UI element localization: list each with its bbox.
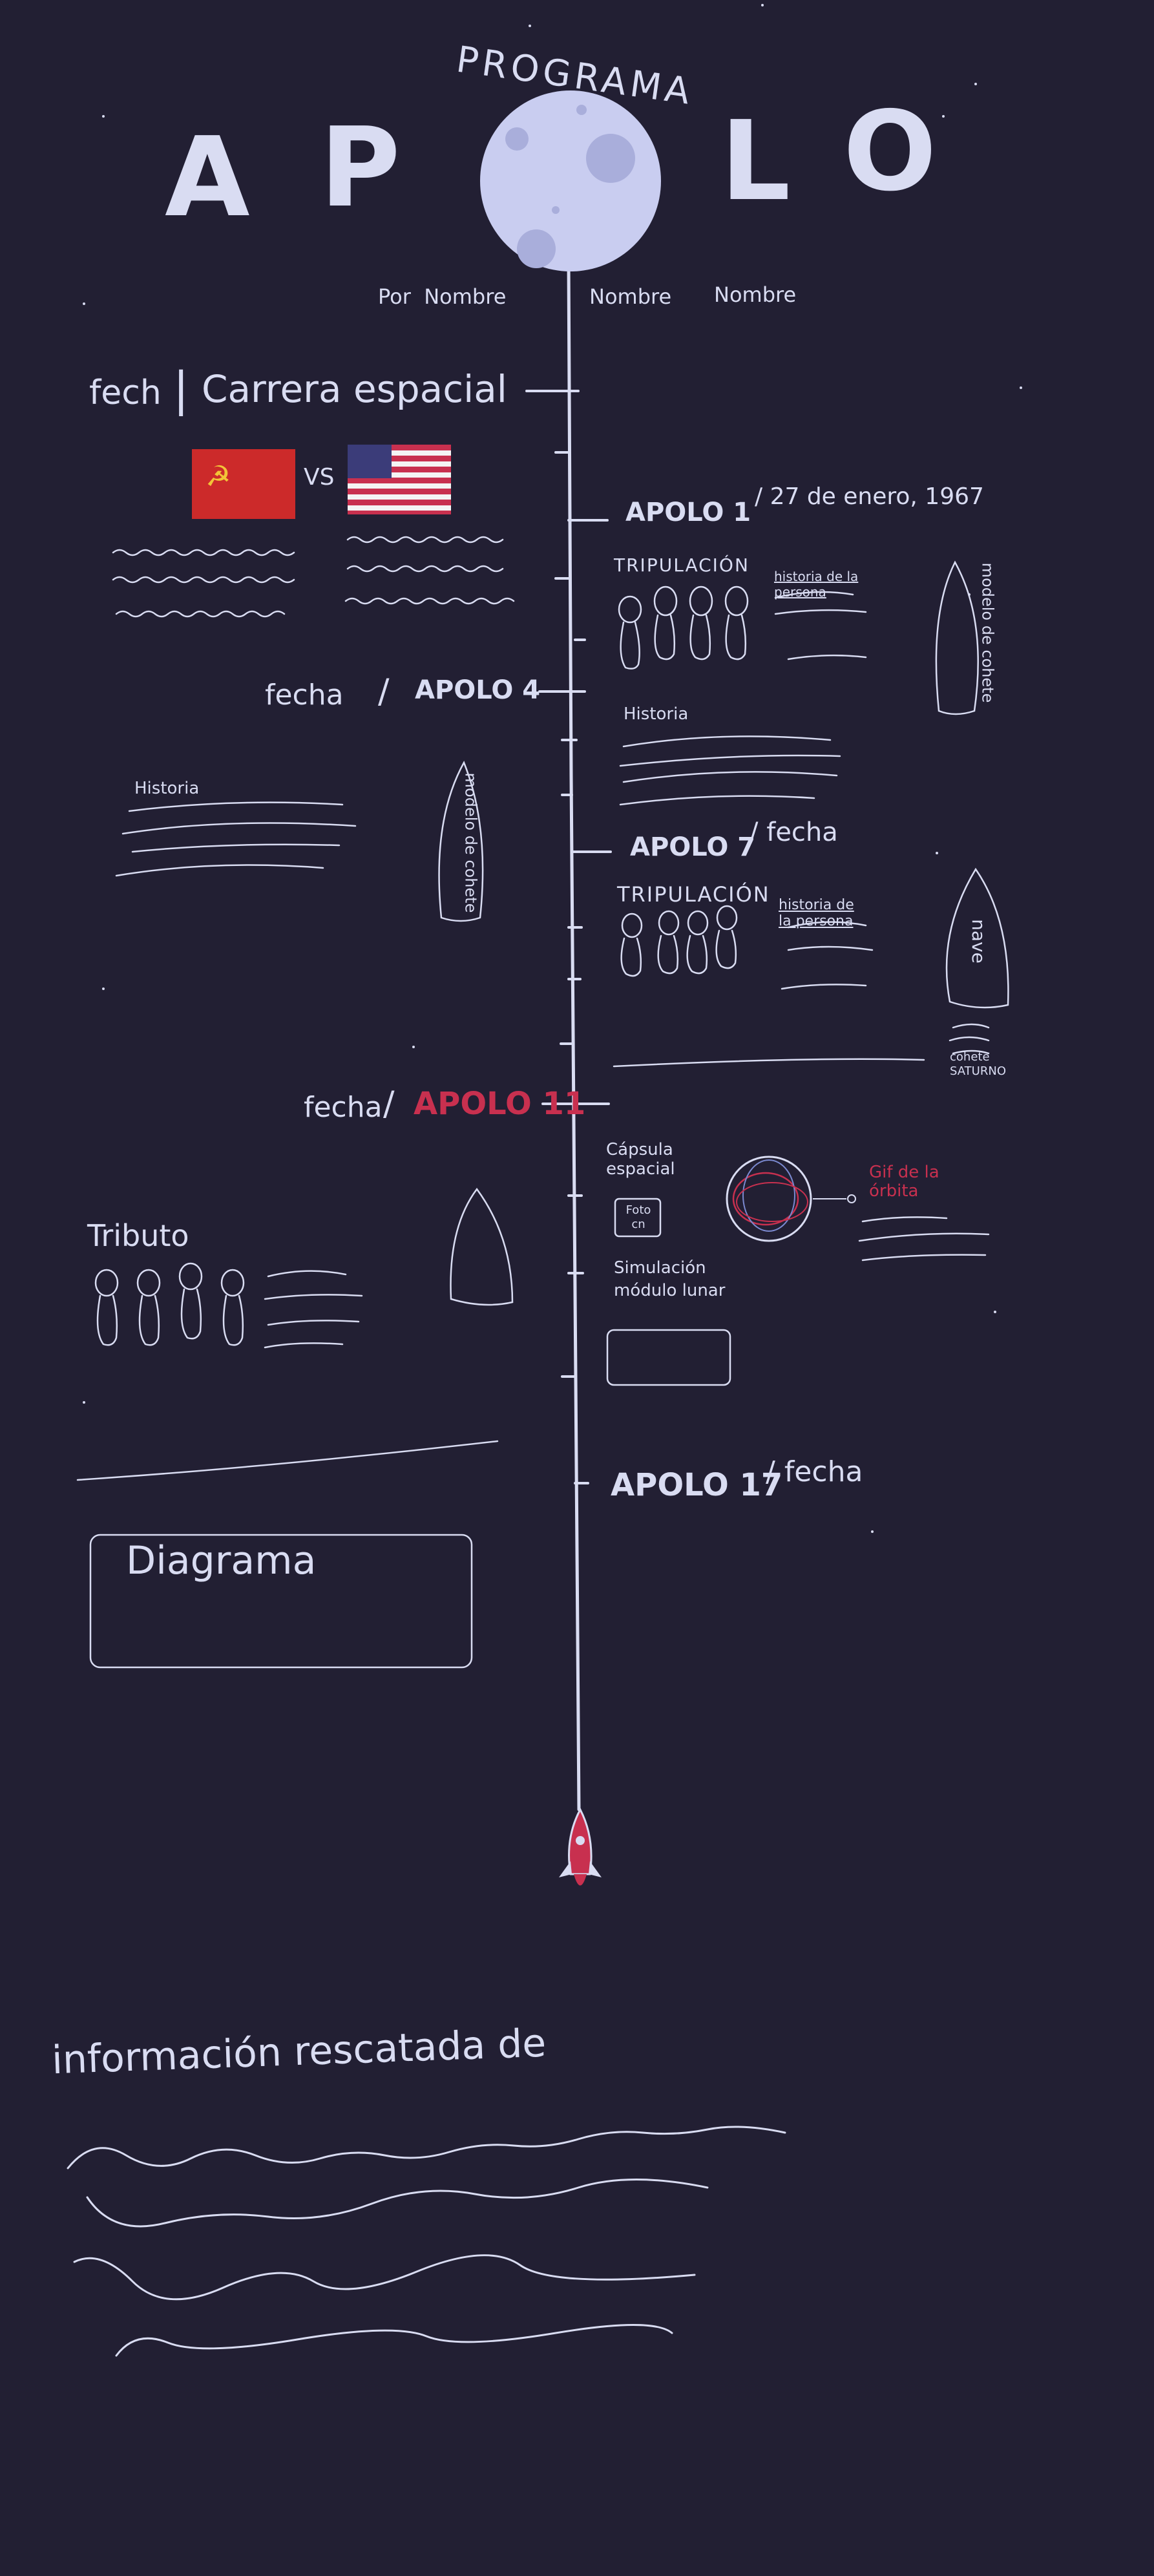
apolo-7-crew-story: historia de la persona bbox=[779, 897, 854, 929]
mission-apolo-7-date-text: fecha bbox=[766, 818, 838, 847]
apolo-7-rocket-label: nave bbox=[967, 919, 989, 964]
mission-apolo-4-separator: / bbox=[378, 672, 390, 711]
apolo-7-rocket-caption: cohete SATURNO bbox=[950, 1050, 1006, 1078]
mission-apolo-7-title: APOLO 7 bbox=[630, 832, 756, 862]
intro-vs: VS bbox=[304, 464, 335, 491]
apolo-11-tribute-label: Tributo bbox=[87, 1218, 189, 1253]
apolo-1-crew-story: historia de la persona bbox=[774, 569, 859, 600]
mission-apolo-1-date-text: 27 de enero, 1967 bbox=[770, 483, 984, 510]
apolo-4-right-story-label: Historia bbox=[624, 704, 689, 724]
mission-apolo-17-date-text: fecha bbox=[784, 1455, 863, 1488]
scribble-lines bbox=[76, 536, 990, 1481]
author-3: Nombre bbox=[714, 282, 797, 307]
ussr-flag: ☭ bbox=[192, 449, 295, 519]
title-letter-p: P bbox=[320, 104, 401, 232]
timeline-ticks bbox=[525, 390, 612, 1484]
mission-apolo-1-date: / 27 de enero, 1967 bbox=[755, 483, 984, 510]
mission-apolo-17-date: / fecha bbox=[766, 1455, 863, 1488]
apolo-4-story-label: Historia bbox=[134, 779, 200, 798]
stars bbox=[83, 4, 1022, 1533]
intro-date-label: fech bbox=[89, 374, 162, 412]
apolo-1-crew-label: TRIPULACIÓN bbox=[614, 554, 750, 576]
apolo-4-rocket-label: modelo de cohete bbox=[461, 772, 480, 913]
usa-flag bbox=[348, 445, 451, 514]
mission-apolo-17-title: APOLO 17 bbox=[611, 1467, 783, 1503]
svg-text:☭: ☭ bbox=[205, 460, 231, 493]
mission-apolo-11-title: APOLO 11 bbox=[414, 1086, 586, 1122]
rocket-sketches bbox=[89, 560, 1009, 1669]
mission-apolo-11-date: fecha bbox=[304, 1091, 383, 1124]
mission-apolo-1-title: APOLO 1 bbox=[625, 498, 751, 527]
apolo-7-crew-label: TRIPULACIÓN bbox=[617, 882, 770, 907]
apolo-11-orbit-label: Gif de la órbita bbox=[869, 1163, 939, 1201]
apolo-11-photo-label: Foto cn bbox=[625, 1203, 651, 1231]
mission-apolo-11-separator: / bbox=[383, 1084, 395, 1123]
title-letter-l: L bbox=[720, 98, 791, 226]
apolo-17-diagram-label: Diagrama bbox=[126, 1538, 317, 1583]
bottom-rocket-drawing bbox=[559, 1807, 602, 1886]
mission-apolo-7-date: / fecha bbox=[750, 818, 838, 847]
title-letter-a: A bbox=[165, 114, 250, 242]
apolo-1-rocket-label: modelo de cohete bbox=[978, 562, 997, 703]
apolo-11-sim-label: Simulación módulo lunar bbox=[614, 1258, 726, 1301]
intro-separator: | bbox=[173, 362, 189, 416]
intro-title: Carrera espacial bbox=[202, 367, 507, 411]
apolo-11-capsule-label: Cápsula espacial bbox=[606, 1140, 675, 1179]
footer-waves bbox=[67, 2126, 786, 2357]
crew-figures bbox=[94, 586, 749, 1346]
author-1: Por Nombre bbox=[378, 284, 507, 309]
author-2: Nombre bbox=[589, 284, 672, 309]
title-letter-o: O bbox=[843, 88, 937, 216]
timeline-line bbox=[567, 257, 581, 1811]
orbit-gif bbox=[726, 1156, 856, 1242]
mission-apolo-4-title: APOLO 4 bbox=[415, 675, 541, 705]
mission-apolo-4-date: fecha bbox=[265, 679, 344, 712]
moon-drawing bbox=[480, 90, 661, 271]
